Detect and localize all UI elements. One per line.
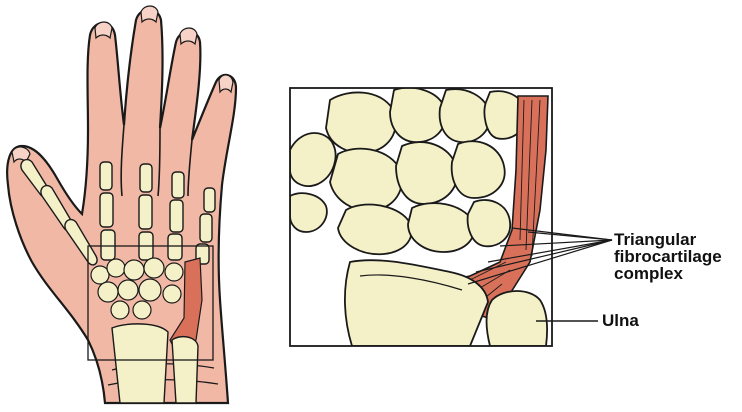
ulna-label: Ulna [602, 312, 639, 329]
zoomed-wrist-panel [290, 88, 612, 346]
ulna-label-text: Ulna [602, 312, 639, 329]
tfcc-label-line-3: complex [614, 265, 722, 282]
tfcc-label-line-2: fibrocartilage [614, 248, 722, 265]
hand-illustration [7, 6, 236, 403]
tfcc-label-line-1: Triangular [614, 231, 722, 248]
tfcc-label: Triangular fibrocartilage complex [614, 231, 722, 282]
